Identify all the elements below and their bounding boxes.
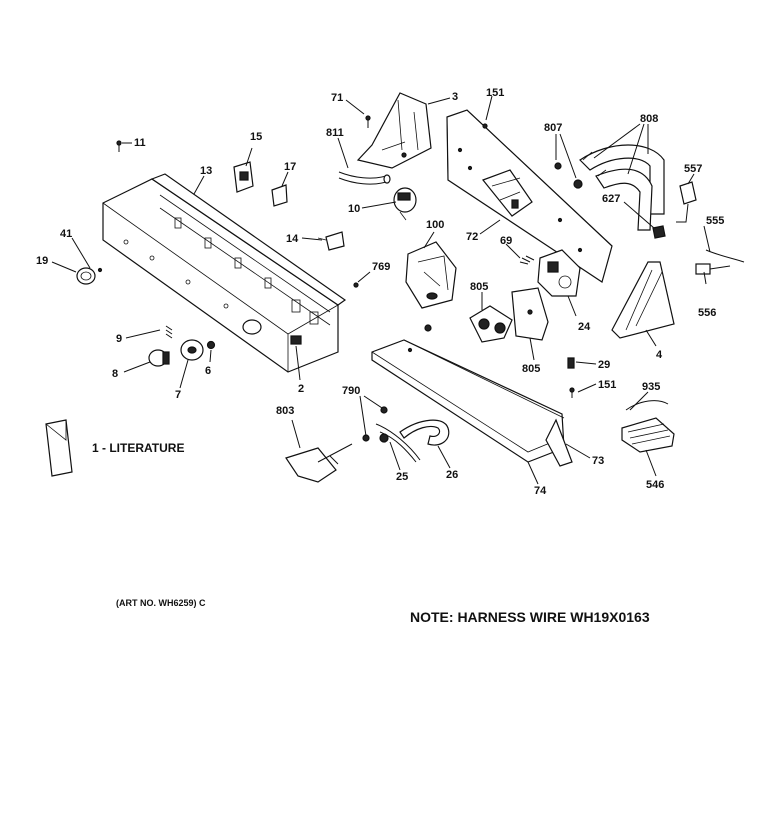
- grommet-807: [554, 162, 583, 189]
- callout-151-lower: 151: [598, 379, 616, 391]
- wire-935: [625, 400, 669, 411]
- screw-769: [353, 282, 359, 288]
- callout-29: 29: [598, 359, 610, 371]
- callout-769: 769: [372, 261, 390, 273]
- pressure-switch-10: [393, 187, 417, 221]
- callout-71: 71: [331, 92, 343, 104]
- callout-25: 25: [396, 471, 408, 483]
- callout-808: 808: [640, 113, 658, 125]
- bracket-3: [356, 92, 432, 169]
- callout-151: 151: [486, 87, 504, 99]
- switch-15: [233, 161, 254, 193]
- switch-14: [317, 231, 345, 251]
- cord-25: [375, 423, 421, 463]
- callout-935: 935: [642, 381, 660, 393]
- callout-9: 9: [116, 333, 122, 345]
- callout-19: 19: [36, 255, 48, 267]
- callout-11: 11: [134, 137, 146, 149]
- spring-9: [165, 325, 173, 339]
- literature-envelope: [45, 419, 73, 477]
- valve-805-left: [469, 305, 513, 343]
- hose-26: [399, 419, 450, 446]
- callout-546: 546: [646, 479, 664, 491]
- screw-151-top: [482, 123, 488, 129]
- cover-803: [285, 443, 353, 483]
- screw-71: [365, 115, 371, 128]
- callout-73: 73: [592, 455, 604, 467]
- hose-808: [579, 144, 665, 231]
- harness-546: [621, 417, 675, 453]
- timer-100: [405, 241, 457, 309]
- clip-29: [567, 357, 575, 369]
- callout-10: 10: [348, 203, 360, 215]
- clamp-627: [652, 225, 666, 239]
- callout-41: 41: [60, 228, 72, 240]
- backsplash-72: [446, 109, 613, 283]
- callout-3: 3: [452, 91, 458, 103]
- callout-790: 790: [342, 385, 360, 397]
- motor-24: [537, 249, 581, 297]
- callout-14: 14: [286, 233, 299, 245]
- callout-627: 627: [602, 193, 620, 205]
- callout-805-bottom: 805: [522, 363, 540, 375]
- callout-555: 555: [706, 215, 724, 227]
- screw-11: [116, 140, 122, 152]
- callout-15: 15: [250, 131, 262, 143]
- timer-dial-7: [180, 339, 204, 361]
- bracket-73: [545, 418, 573, 467]
- switch-17: [271, 184, 288, 207]
- callout-6: 6: [205, 365, 211, 377]
- callout-26: 26: [446, 469, 458, 481]
- rail-74: [371, 324, 565, 463]
- nut-790: [362, 406, 388, 442]
- callout-69: 69: [500, 235, 512, 247]
- callout-74: 74: [534, 485, 547, 497]
- valve-557: [676, 181, 697, 223]
- callout-556: 556: [698, 307, 716, 319]
- callout-805-top: 805: [470, 281, 488, 293]
- valve-805-right: [511, 287, 549, 341]
- callout-557: 557: [684, 163, 702, 175]
- callout-811: 811: [326, 127, 344, 139]
- knob-19: [76, 267, 103, 285]
- callout-2: 2: [298, 383, 304, 395]
- art-number: (ART NO. WH6259) C: [116, 598, 206, 608]
- callout-17: 17: [284, 161, 296, 173]
- callout-13: 13: [200, 165, 212, 177]
- callout-8: 8: [112, 368, 118, 380]
- callout-4: 4: [656, 349, 663, 361]
- spring-69: [519, 255, 535, 265]
- connector-556: [695, 263, 731, 275]
- harness-note: NOTE: HARNESS WIRE WH19X0163: [410, 609, 650, 625]
- literature-label: 1 - LITERATURE: [92, 441, 184, 455]
- callout-72: 72: [466, 231, 478, 243]
- callout-803: 803: [276, 405, 294, 417]
- control-panel-assembly: [102, 173, 347, 373]
- callout-24: 24: [578, 321, 591, 333]
- screw-151-bottom: [569, 387, 575, 398]
- callout-100: 100: [426, 219, 444, 231]
- clip-6: [206, 340, 216, 350]
- leg-4: [611, 261, 675, 339]
- callout-labels: 71 3 151 807 808 811 15 17 11 13 557 10 …: [36, 87, 724, 497]
- leader-lines: [51, 95, 711, 485]
- wire-555: [705, 249, 745, 263]
- knob-8: [148, 349, 170, 367]
- hose-811: [338, 171, 391, 185]
- callout-7: 7: [175, 389, 181, 401]
- callout-807: 807: [544, 122, 562, 134]
